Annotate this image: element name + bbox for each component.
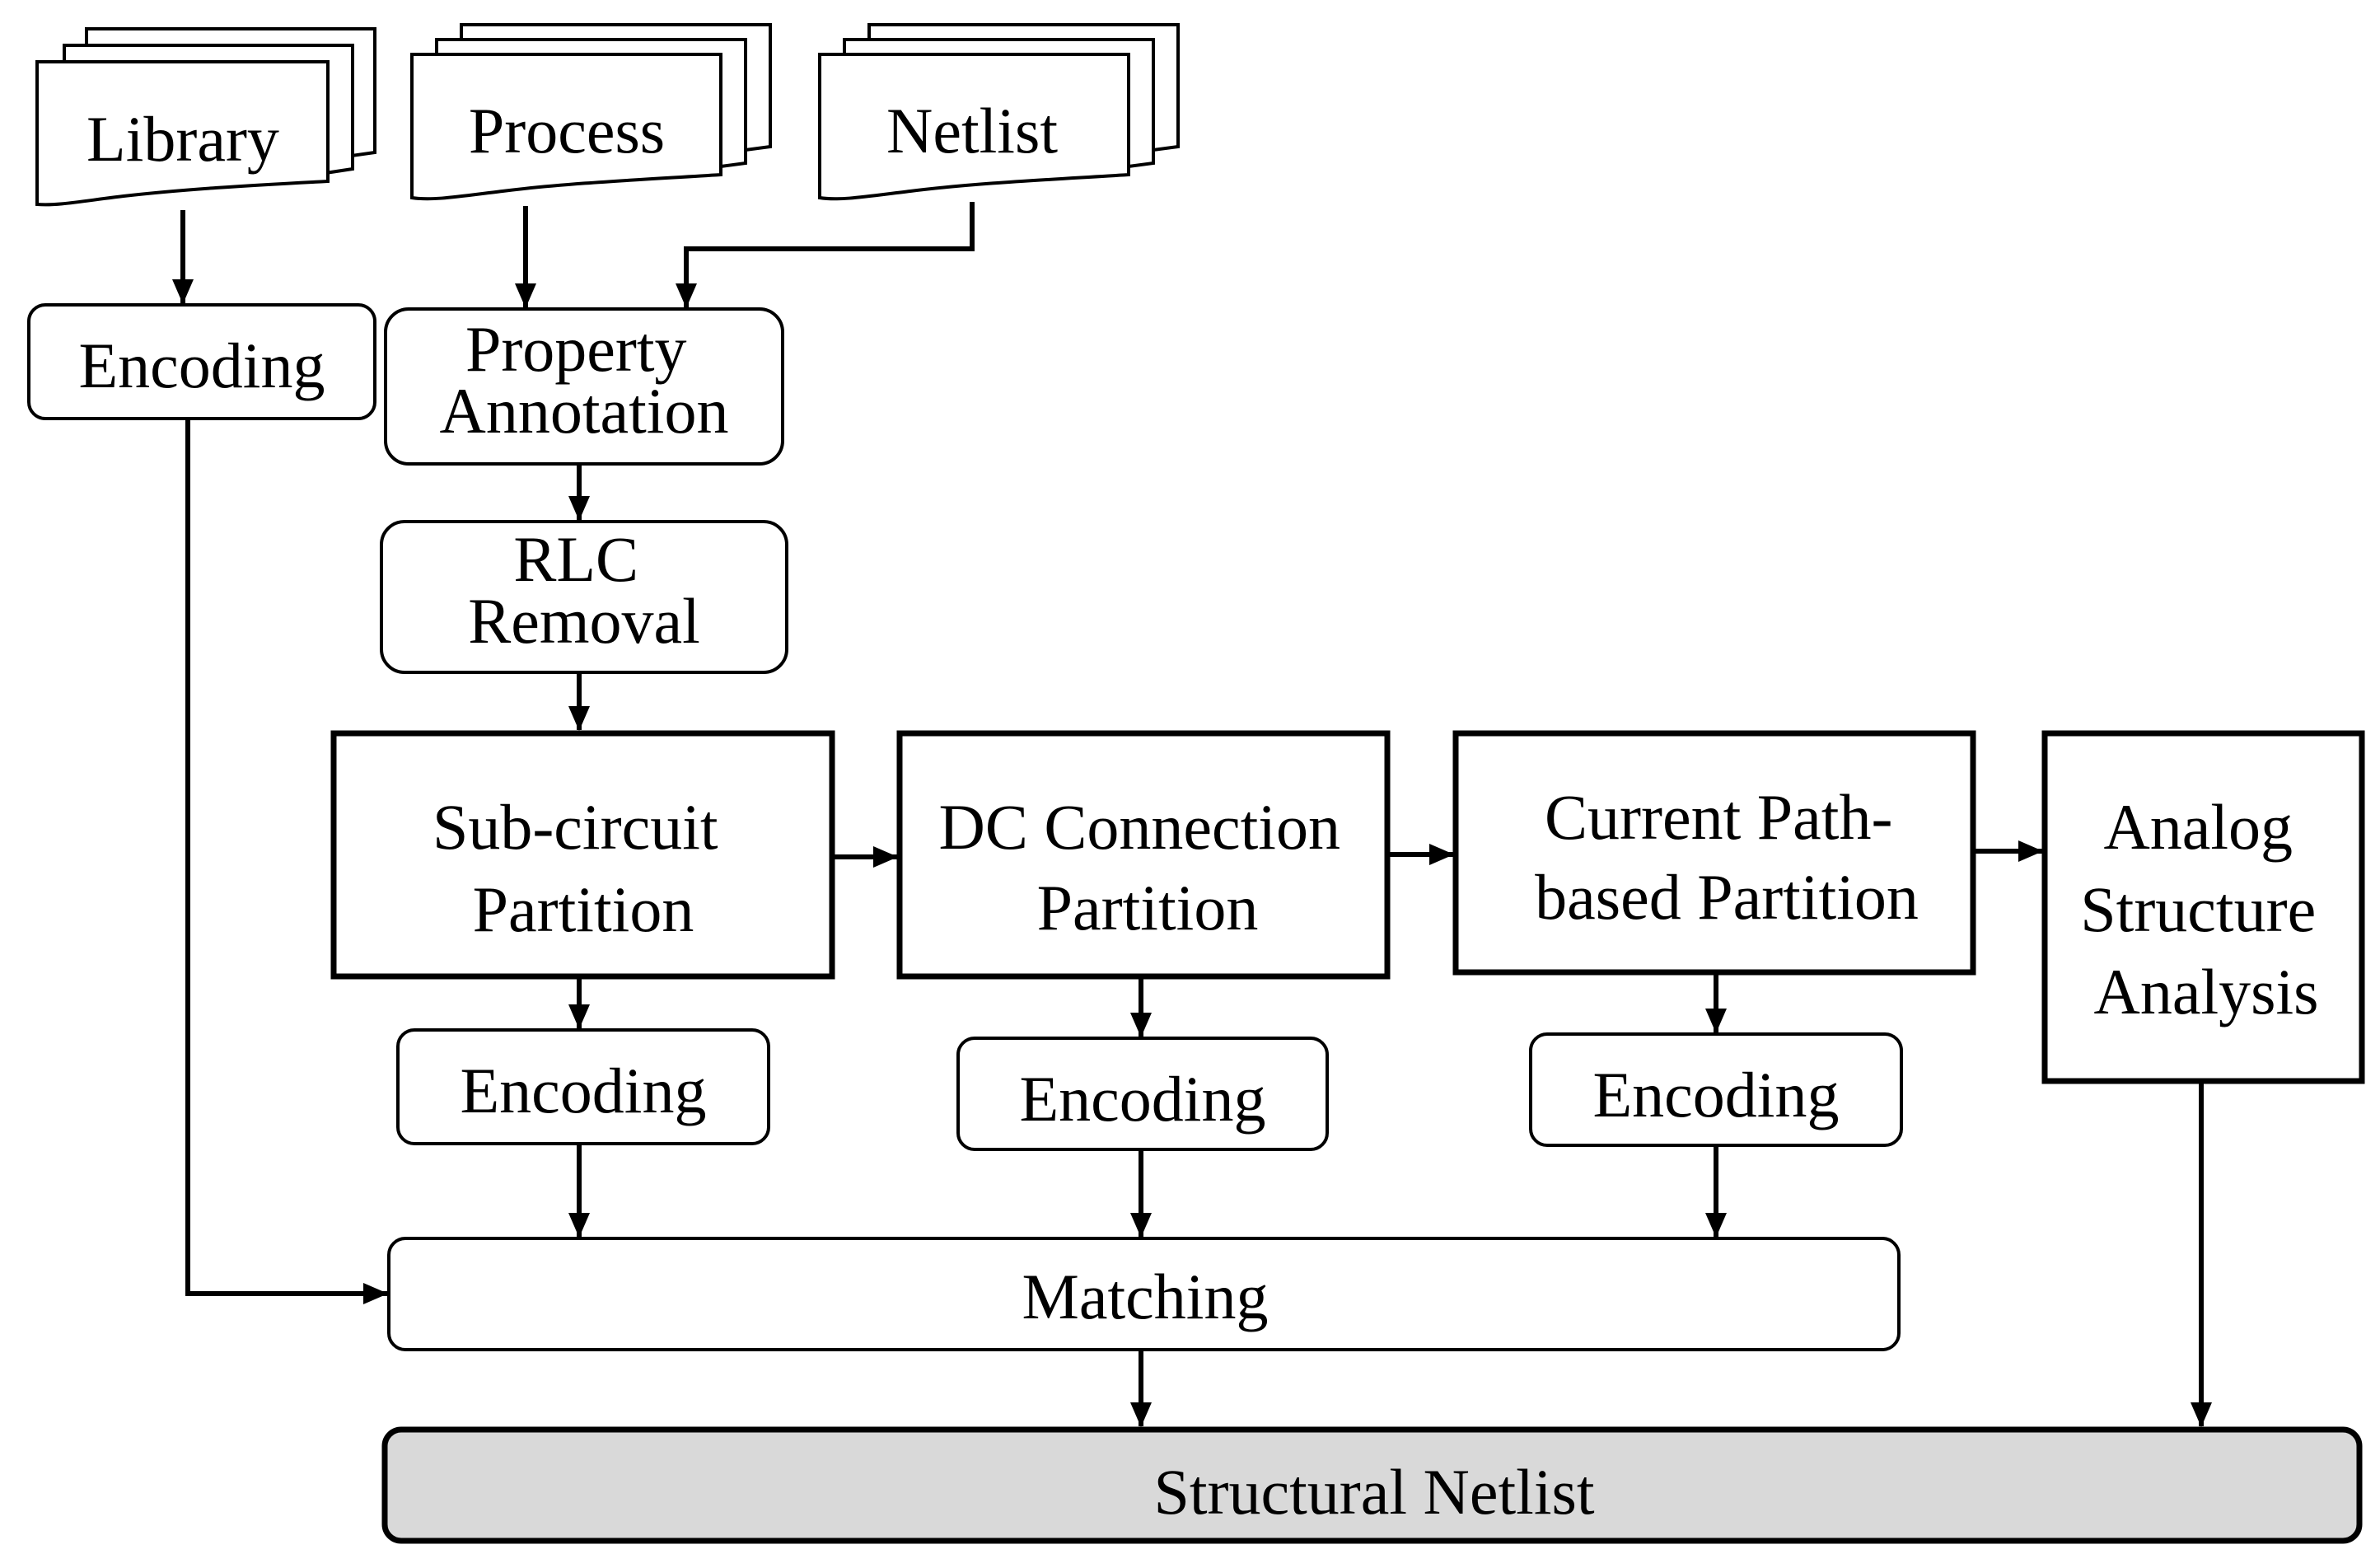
netlist-document: Netlist <box>818 23 1180 201</box>
process-document: Process <box>410 23 772 201</box>
structural-netlist-label: Structural Netlist <box>1153 1456 1594 1528</box>
arrow-netlist-annotation <box>676 202 975 308</box>
current-path-partition-label: Current Path- based Partition <box>1535 781 1919 933</box>
structural-netlist-box: Structural Netlist <box>381 1426 2363 1544</box>
property-annotation-label: Property Annotation <box>440 313 729 447</box>
netlist-label: Netlist <box>886 95 1058 166</box>
property-annotation-box: Property Annotation <box>384 307 784 466</box>
matching-box: Matching <box>387 1237 1901 1351</box>
rlc-removal-box: RLC Removal <box>380 520 788 674</box>
arrow-libencoding-matching <box>185 419 388 1304</box>
encoding-subcircuit-box: Encoding <box>396 1028 770 1145</box>
rlc-removal-label: RLC Removal <box>468 523 700 657</box>
subcircuit-partition-box: Sub-circuit Partition <box>330 730 835 980</box>
current-path-partition-box: Current Path- based Partition <box>1452 730 1976 976</box>
dc-connection-partition-box: DC Connection Partition <box>896 730 1391 980</box>
encoding-dc-box: Encoding <box>956 1037 1329 1151</box>
analog-structure-analysis-label: Analog Structure Analysis <box>2080 791 2331 1027</box>
analog-structure-analysis-box: Analog Structure Analysis <box>2041 730 2365 1084</box>
subcircuit-partition-label: Sub-circuit Partition <box>433 791 734 945</box>
connectors <box>172 202 2212 1427</box>
library-label: Library <box>87 103 279 175</box>
encoding-dc-label: Encoding <box>1020 1063 1266 1135</box>
encoding-current-box: Encoding <box>1529 1032 1903 1147</box>
encoding-library-label: Encoding <box>79 330 325 401</box>
encoding-current-label: Encoding <box>1593 1059 1840 1130</box>
dc-connection-partition-label: DC Connection Partition <box>939 791 1357 943</box>
process-label: Process <box>469 95 665 166</box>
encoding-subcircuit-label: Encoding <box>461 1055 707 1126</box>
matching-label: Matching <box>1022 1261 1269 1332</box>
encoding-library-box: Encoding <box>27 303 376 420</box>
library-document: Library <box>35 27 376 207</box>
